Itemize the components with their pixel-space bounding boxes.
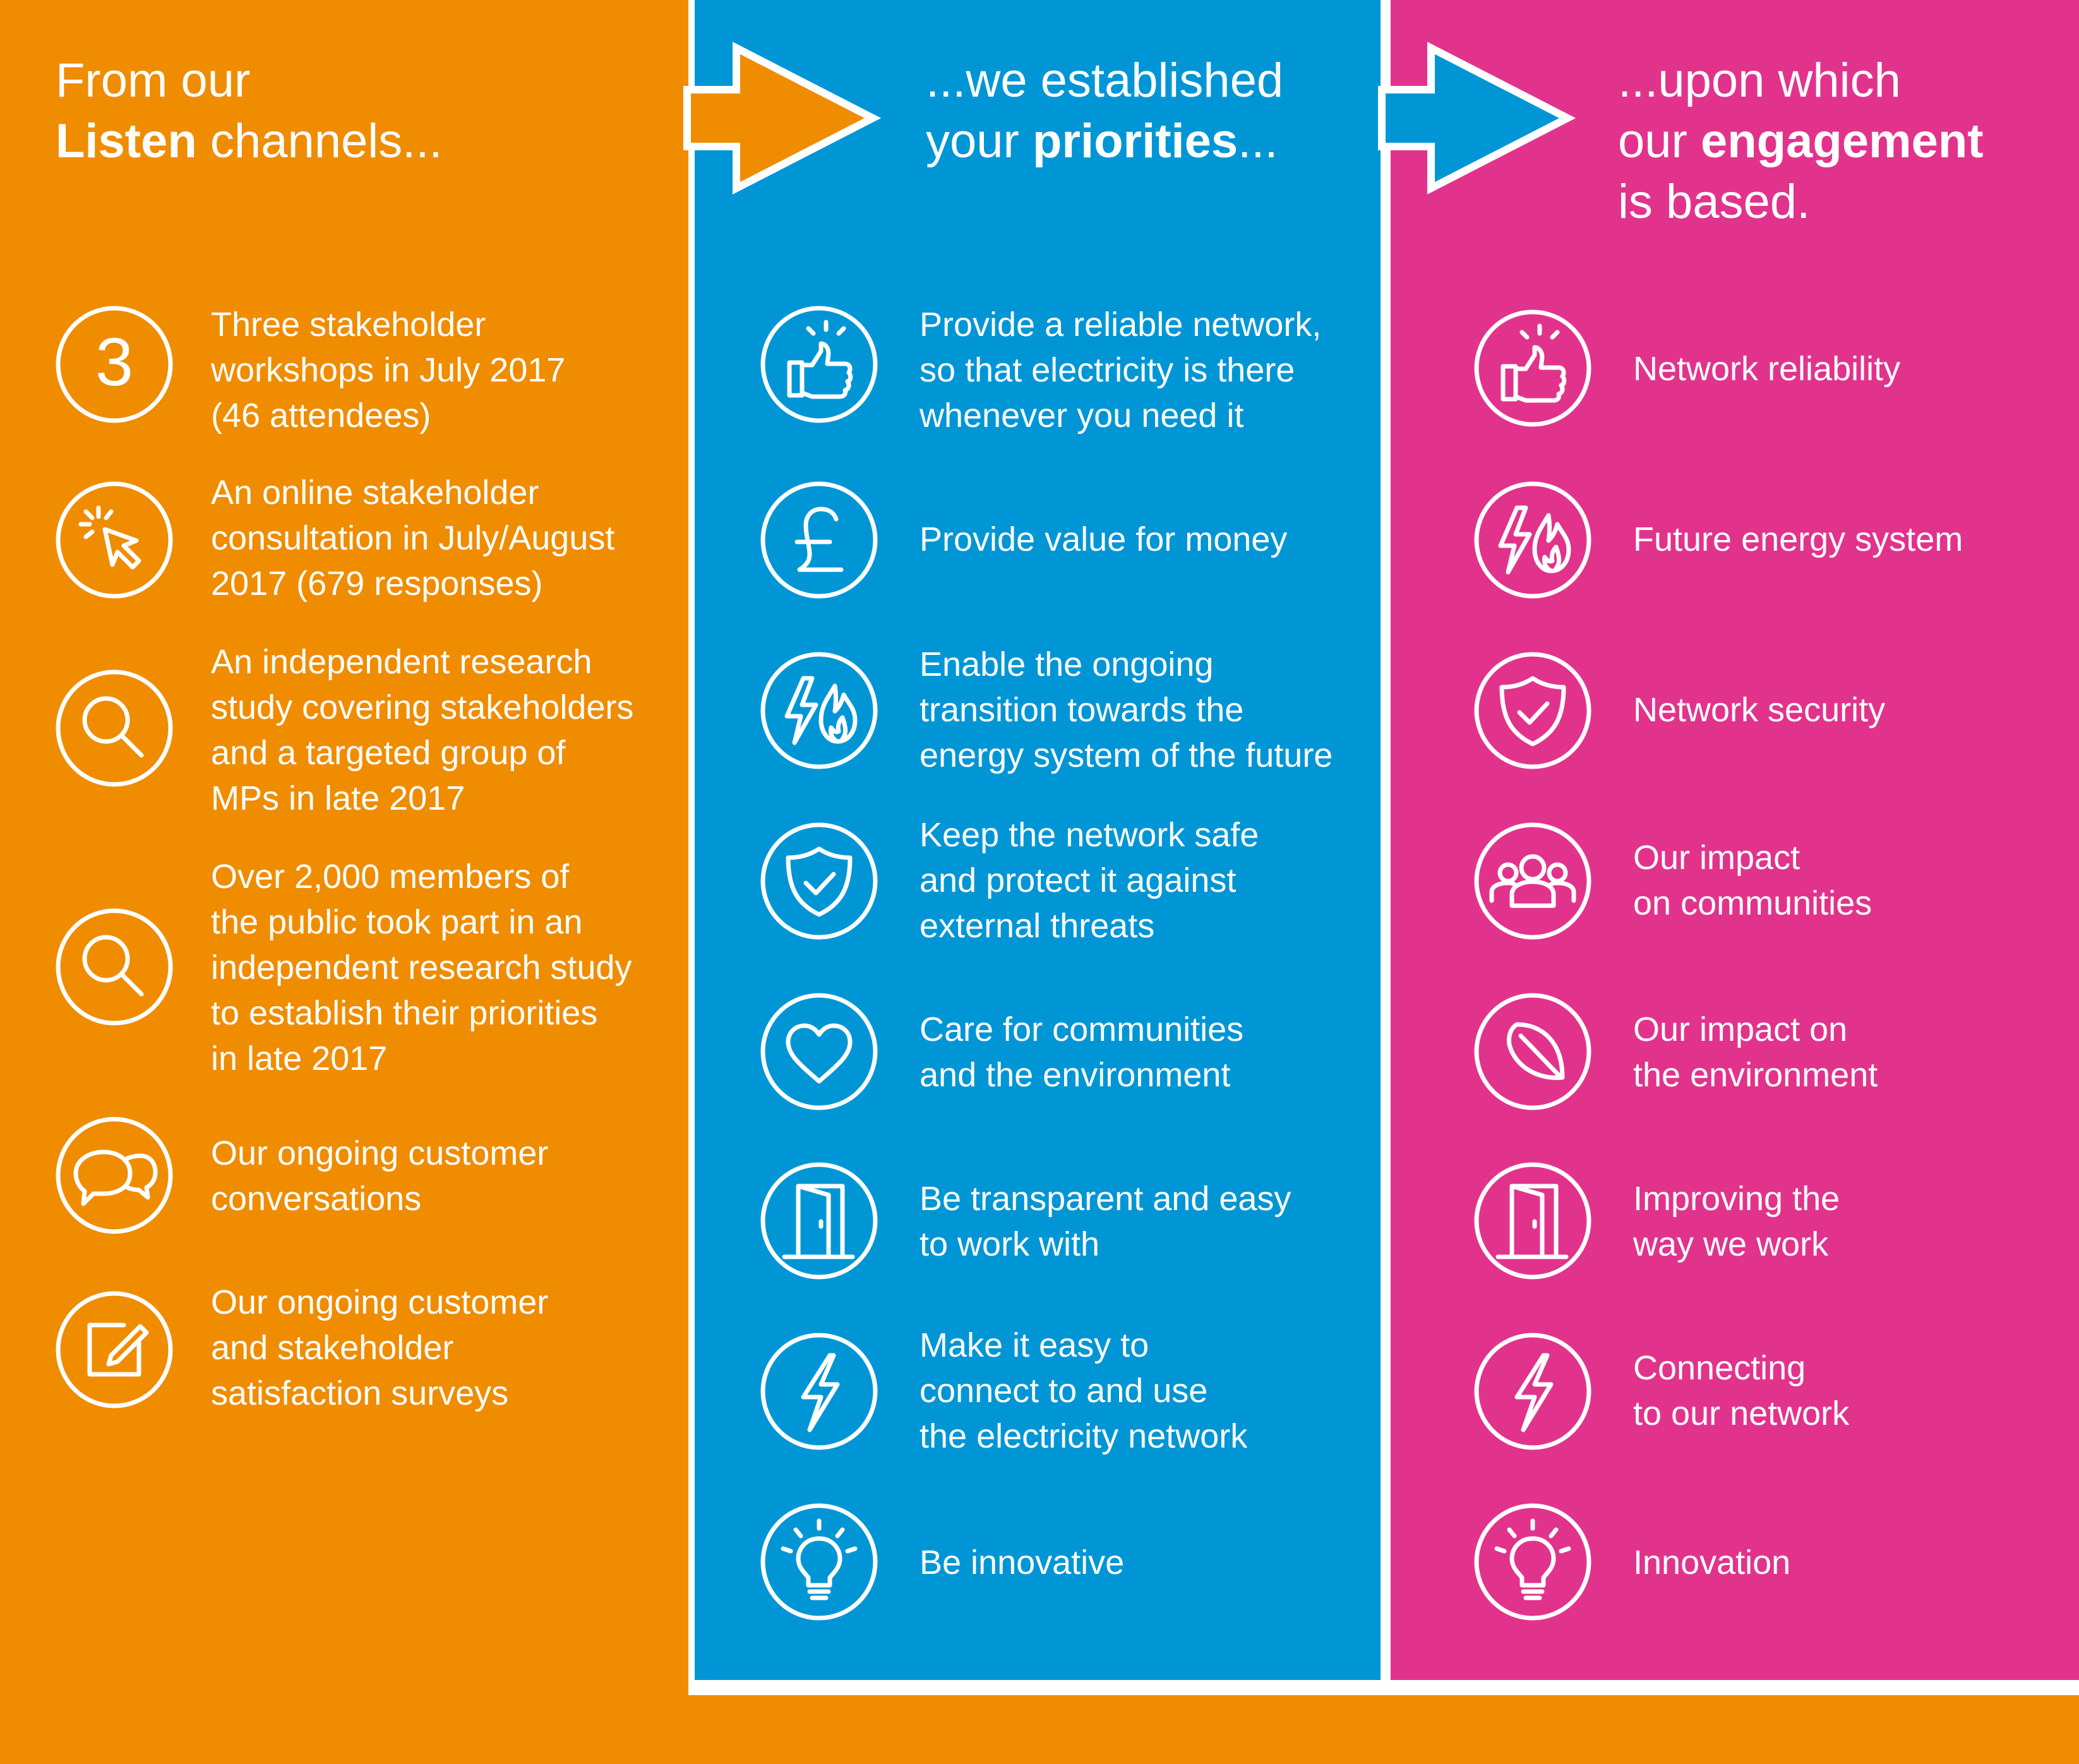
magnifier-icon <box>54 907 174 1027</box>
priority-item-text: Be transparent and easy to work with <box>920 1180 1291 1263</box>
listen-item-text: Three stakeholder workshops in July 2017… <box>211 306 566 435</box>
listen-title-line1: From our <box>56 54 251 107</box>
priority-item-text: Provide value for money <box>920 520 1288 558</box>
bolt-flame-icon <box>1473 480 1593 600</box>
lightbulb-icon <box>759 1502 879 1622</box>
speech-bubbles-icon <box>54 1115 174 1235</box>
engagement-title-line3: is based. <box>1618 175 1811 229</box>
thumbs-up-icon <box>759 304 879 424</box>
arrow-listen-to-priorities <box>683 42 882 195</box>
arrow-priorities-to-engagement <box>1378 42 1576 195</box>
priority-item-text: Enable the ongoing transition towards th… <box>920 645 1333 774</box>
engagement-column <box>1391 0 2079 1680</box>
edit-document-icon <box>54 1290 174 1410</box>
priority-item-text: Provide a reliable network, so that elec… <box>920 306 1322 435</box>
shield-check-icon <box>1473 651 1593 771</box>
engagement-item-text: Innovation <box>1633 1544 1791 1581</box>
lightning-bolt-icon <box>759 1331 879 1451</box>
pound-sign-icon <box>759 480 879 600</box>
priorities-title-line1: ...we established <box>926 54 1284 107</box>
open-door-icon <box>1473 1161 1593 1281</box>
priorities-title-pre: your <box>926 114 1033 168</box>
cursor-click-icon <box>54 480 174 600</box>
engagement-item-text: Our impact on communities <box>1633 839 1872 922</box>
people-group-icon <box>1473 821 1593 941</box>
priority-item-text: Be innovative <box>920 1544 1125 1581</box>
engagement-title-bold: engagement <box>1700 114 1984 168</box>
listen-item-text: Over 2,000 members of the public took pa… <box>211 858 632 1077</box>
listen-item-text: An online stakeholder consultation in Ju… <box>211 474 615 603</box>
listen-title-rest: channels... <box>196 114 443 168</box>
numeral-text: 3 <box>95 323 133 400</box>
engagement-item-text: Network security <box>1633 691 1886 729</box>
thumbs-up-icon <box>1473 308 1593 428</box>
bolt-flame-icon <box>759 651 879 771</box>
leaf-icon <box>1473 992 1593 1112</box>
priorities-title: ...we established your priorities... <box>926 51 1283 172</box>
listen-item-text: Our ongoing customer and stakeholder sat… <box>211 1283 549 1412</box>
priority-item-text: Make it easy to connect to and use the e… <box>920 1326 1248 1455</box>
magnifier-icon <box>54 668 174 788</box>
number-three-icon: 3 <box>54 304 174 424</box>
engagement-title-line1: ...upon which <box>1618 54 1901 107</box>
engagement-item-text: Improving the way we work <box>1633 1180 1840 1263</box>
engagement-title: ...upon which our engagement is based. <box>1618 51 1984 232</box>
listen-title-bold: Listen <box>56 114 197 168</box>
priority-item-text: Keep the network safe and protect it aga… <box>920 816 1259 945</box>
listen-item-text: Our ongoing customer conversations <box>211 1134 549 1218</box>
engagement-item-text: Network reliability <box>1633 350 1901 388</box>
priority-item-text: Care for communities and the environment <box>920 1011 1244 1094</box>
engagement-item-text: Our impact on the environment <box>1633 1011 1878 1094</box>
lightning-bolt-icon <box>1473 1331 1593 1451</box>
priorities-title-rest: ... <box>1238 114 1278 168</box>
engagement-item-text: Future energy system <box>1633 520 1963 558</box>
heart-icon <box>759 992 879 1112</box>
engagement-item-text: Connecting to our network <box>1633 1349 1850 1432</box>
shield-check-icon <box>759 821 879 941</box>
priorities-column <box>695 0 1381 1680</box>
priorities-title-bold: priorities <box>1032 114 1238 168</box>
open-door-icon <box>759 1161 879 1281</box>
bottom-band <box>688 1695 2079 1764</box>
engagement-title-pre: our <box>1618 114 1701 168</box>
listen-column <box>0 0 688 1764</box>
lightbulb-icon <box>1473 1502 1593 1622</box>
listen-item-text: An independent research study covering s… <box>211 643 634 817</box>
listen-title: From our Listen channels... <box>56 51 443 172</box>
